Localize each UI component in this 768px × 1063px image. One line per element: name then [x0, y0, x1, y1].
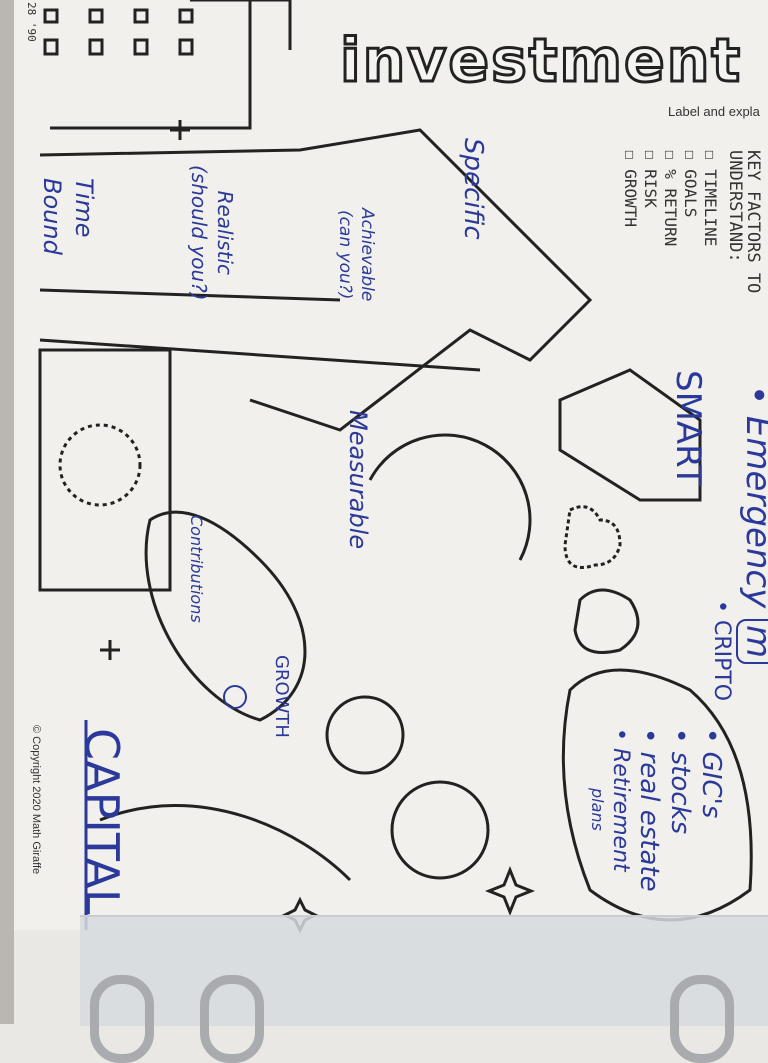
checklist-item[interactable]: ☐ GOALS	[681, 150, 700, 218]
key-factors-heading-line2: UNDERSTAND:	[725, 150, 745, 263]
cloud-icon	[573, 588, 640, 654]
coin-icon	[390, 780, 490, 880]
emergency-text: • Emergency	[738, 385, 768, 609]
label-emergency: • Emergency m	[736, 385, 768, 665]
key-factors-heading-line1: KEY FACTORS TO	[743, 150, 763, 294]
page-corner-number: 28 '90	[25, 2, 38, 42]
man-outline	[39, 128, 593, 432]
swirl-line	[99, 804, 352, 882]
achievable-note: (can you?)	[335, 209, 355, 300]
man-head	[558, 368, 702, 502]
investment-options-list: • GIC's • stocks • real estate • Retirem…	[587, 728, 726, 892]
option-gics: • GIC's	[696, 728, 726, 819]
dollar-bill-icon	[38, 348, 172, 592]
option-stocks: • stocks	[665, 728, 695, 835]
option-real-estate: • real estate	[634, 728, 664, 892]
option-retirement: • Retirement	[608, 728, 633, 872]
label-specific: Specific	[458, 138, 488, 240]
arm-lines	[39, 288, 481, 372]
option-retirement-plans: plans	[588, 788, 607, 831]
label-capital: CAPITAL	[75, 728, 129, 915]
plus-marks	[100, 120, 190, 660]
label-time-bound: Time Bound	[36, 178, 100, 255]
smiley-icon	[223, 685, 247, 709]
label-smart: SMART	[668, 370, 708, 487]
label-contributions: Contributions	[187, 515, 206, 623]
binder-ring	[200, 975, 264, 1063]
coin-icon	[325, 695, 405, 775]
checklist-item[interactable]: ☐ TIMELINE	[701, 150, 720, 247]
key-factors-heading: KEY FACTORS TO UNDERSTAND:	[725, 150, 763, 294]
realistic-note: (should you?)	[187, 165, 211, 301]
checklist-label: % RETURN	[661, 169, 680, 247]
label-measurable: Measurable	[344, 410, 372, 550]
achievable-text: Achievable	[357, 208, 377, 302]
cloud-icon	[563, 505, 622, 569]
realistic-text: Realistic	[213, 190, 237, 275]
page-title: investment	[338, 25, 743, 98]
binder-ring	[670, 975, 734, 1063]
bound-text: Bound	[38, 178, 66, 255]
instructions-text: Label and expla	[668, 104, 760, 119]
building-windows-icon	[43, 0, 292, 56]
binder-ring	[90, 975, 154, 1063]
checklist-item[interactable]: ☐ RISK	[641, 150, 660, 208]
arch-shape	[368, 433, 532, 561]
page-edge-shadow	[0, 0, 14, 1024]
checklist-label: TIMELINE	[701, 169, 720, 247]
checklist-label: GROWTH	[621, 169, 640, 228]
money-bag-outline	[144, 510, 307, 722]
key-factors-checklist: ☐ TIMELINE ☐ GOALS ☐ % RETURN ☐ RISK ☐ G…	[620, 150, 720, 246]
checklist-label: GOALS	[681, 169, 700, 218]
copyright-text: © Copyright 2020 Math Giraffe	[30, 725, 42, 875]
checklist-label: RISK	[641, 169, 660, 208]
checklist-item[interactable]: ☐ GROWTH	[621, 150, 640, 228]
sparkle-icon	[484, 865, 536, 917]
label-cripto: • CRIPTO	[709, 600, 734, 702]
label-growth: GROWTH	[271, 655, 292, 738]
plastic-sleeve	[80, 915, 768, 1026]
bill-seal	[58, 423, 142, 507]
label-achievable: Achievable (can you?)	[334, 208, 378, 301]
time-text: Time	[70, 178, 98, 238]
building-outline	[50, 0, 252, 130]
emergency-mark: m	[736, 619, 768, 665]
doodle-illustration	[38, 0, 753, 934]
cloud-icon	[561, 668, 753, 922]
label-realistic: Realistic (should you?)	[186, 165, 238, 301]
checklist-item[interactable]: ☐ % RETURN	[661, 150, 680, 247]
